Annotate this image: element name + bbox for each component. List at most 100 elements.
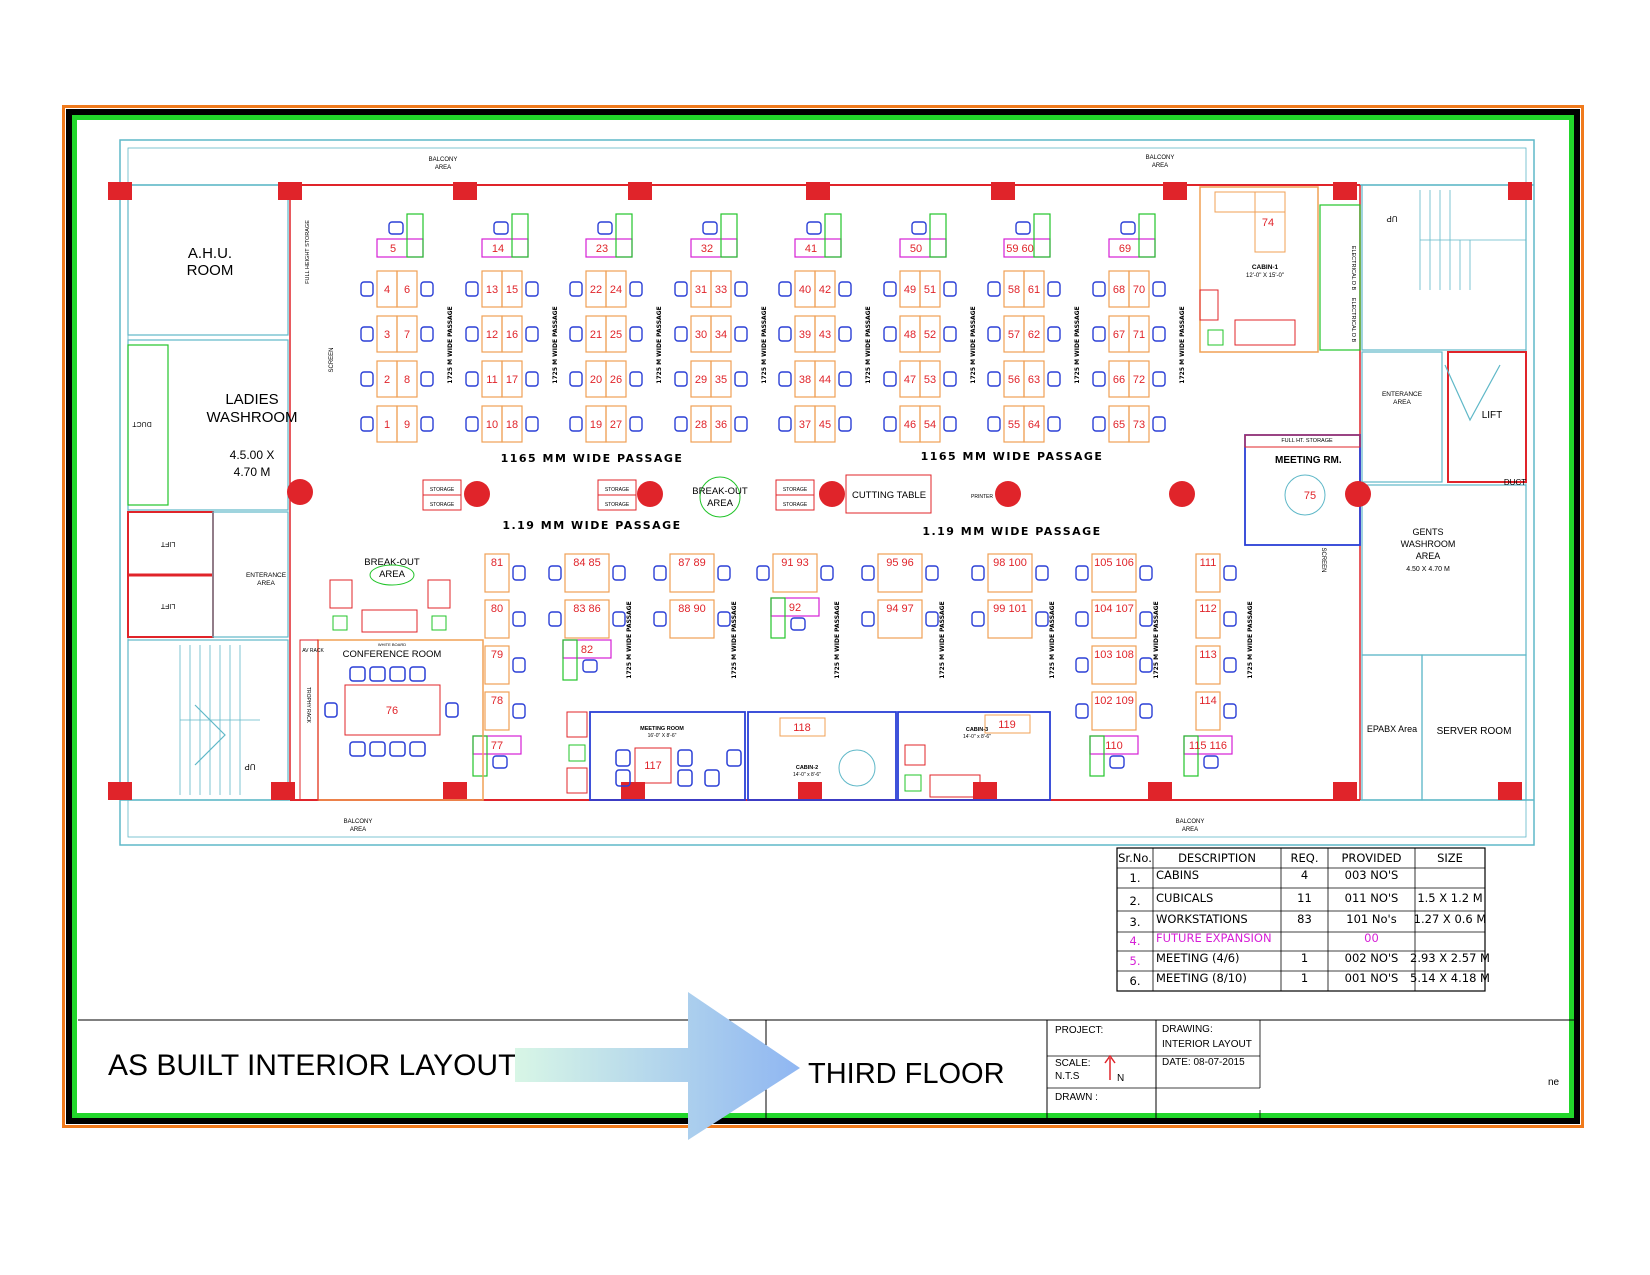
workstation-desk [1195,691,1221,731]
workstation-desk [919,405,941,443]
workstation-number: 10 [486,419,498,431]
chair-icon [360,326,374,342]
vertical-passage-label: 1725 M WIDE PASSAGE [1074,306,1081,383]
balcony-tl-1: BALCONY [429,157,458,163]
chair-icon [987,281,1001,297]
cabin1-label-1: CABIN-1 [1252,264,1279,271]
workstation-desk [1091,599,1137,639]
schedule-header: PROVIDED [1341,851,1401,865]
workstation-desk [1023,270,1045,308]
workstation-desk [1091,553,1137,593]
chair-icon [1139,565,1153,581]
structural-column [1333,782,1357,800]
schedule-cell: 001 NO'S [1345,971,1399,985]
workstation-number: 82 [581,644,593,656]
chair-icon [861,611,875,627]
trophy-rack-label: TROPHY RACK [305,687,311,724]
round-column [1345,481,1371,507]
chair-icon [1203,755,1219,769]
cabin1-number: 74 [1262,217,1274,229]
schedule-cell: 83 [1297,912,1312,926]
chair-icon [674,281,688,297]
workstation-desk [919,270,941,308]
chair-icon [548,565,562,581]
workstation-number: 57 [1008,329,1020,341]
workstation-number: 99 101 [993,603,1027,615]
workstation-number: 95 96 [886,557,914,569]
vertical-passage-label: 1725 M WIDE PASSAGE [1179,306,1186,383]
workstation-number: 62 [1028,329,1040,341]
balcony-bl-1: BALCONY [344,819,373,825]
workstation-number: 71 [1133,329,1145,341]
workstation-desk [501,315,523,353]
chair-icon [1152,371,1166,387]
workstation-number: 59 60 [1006,243,1034,255]
gents-label-2: WASHROOM [1401,539,1456,549]
electrical-label-1: ELECTRICAL D B [1350,246,1356,291]
drawing-value: INTERIOR LAYOUT [1162,1039,1252,1050]
vertical-passage-label: 1725 M WIDE PASSAGE [970,306,977,383]
chair-icon [1035,611,1049,627]
drawing-label: DRAWING: [1162,1024,1213,1035]
schedule-cell: CABINS [1156,868,1199,882]
chair-icon [838,371,852,387]
chair-icon [674,371,688,387]
workstation-number: 21 [590,329,602,341]
chair-icon [569,326,583,342]
balcony-tr-2: AREA [1152,163,1168,169]
workstation-number: 81 [491,557,503,569]
workstation-number: 69 [1119,243,1131,255]
vertical-passage-label: 1725 M WIDE PASSAGE [834,601,841,678]
left-labels: A.H.U. ROOM LADIES WASHROOM 4.5.00 X 4.7… [132,155,1205,833]
desk-return [615,213,633,258]
workstation-desk [987,553,1033,593]
ladies-label-3: 4.5.00 X [230,448,275,462]
chair-icon [512,611,526,627]
chair-icon [582,659,598,673]
desk-return [562,639,578,681]
chair-icon [1092,281,1106,297]
north-arrow-icon [1104,1054,1116,1080]
title-block: AS BUILT INTERIOR LAYOUT THIRD FLOOR PRO… [78,992,1574,1140]
workstation-number: 52 [924,329,936,341]
chair-icon [820,565,834,581]
arrow-icon [515,992,800,1140]
chair-icon [360,281,374,297]
breakout-center-2: AREA [707,498,734,509]
workstation-desk [1128,270,1150,308]
lift-label-2: LIFT [160,602,175,609]
chair-icon [987,371,1001,387]
chair-icon [883,281,897,297]
vertical-passage-label: 1725 M WIDE PASSAGE [731,601,738,678]
chair-icon [420,416,434,432]
schedule-cell: 1 [1301,971,1308,985]
chair-icon [674,416,688,432]
chair-icon [971,565,985,581]
schedule-cell: FUTURE EXPANSION [1156,931,1272,945]
cabin3-number: 119 [998,719,1016,731]
full-height-storage-label: FULL HEIGHT STORAGE [305,220,311,284]
chair-icon [629,326,643,342]
entrance-label-1: ENTERANCE [246,572,287,579]
desk-return [1089,735,1105,777]
storage-2b: STORAGE [605,502,630,508]
chair-icon [1035,565,1049,581]
chair-icon [569,416,583,432]
chair-icon [778,371,792,387]
entrance-right-1: ENTERANCE [1382,391,1423,398]
right-labels: UP ENTERANCE AREA LIFT DUCT GENTS WASHRO… [1350,214,1526,737]
chair-icon [734,416,748,432]
chair-icon [883,371,897,387]
workstation-desk [484,645,510,685]
workstation-number: 63 [1028,374,1040,386]
workstation-number: 61 [1028,284,1040,296]
storage-3b: STORAGE [783,502,808,508]
schedule-cell: CUBICALS [1156,891,1213,905]
drawing-title: AS BUILT INTERIOR LAYOUT [108,1049,516,1082]
workstation-number: 79 [491,649,503,661]
workstation-number: 22 [590,284,602,296]
